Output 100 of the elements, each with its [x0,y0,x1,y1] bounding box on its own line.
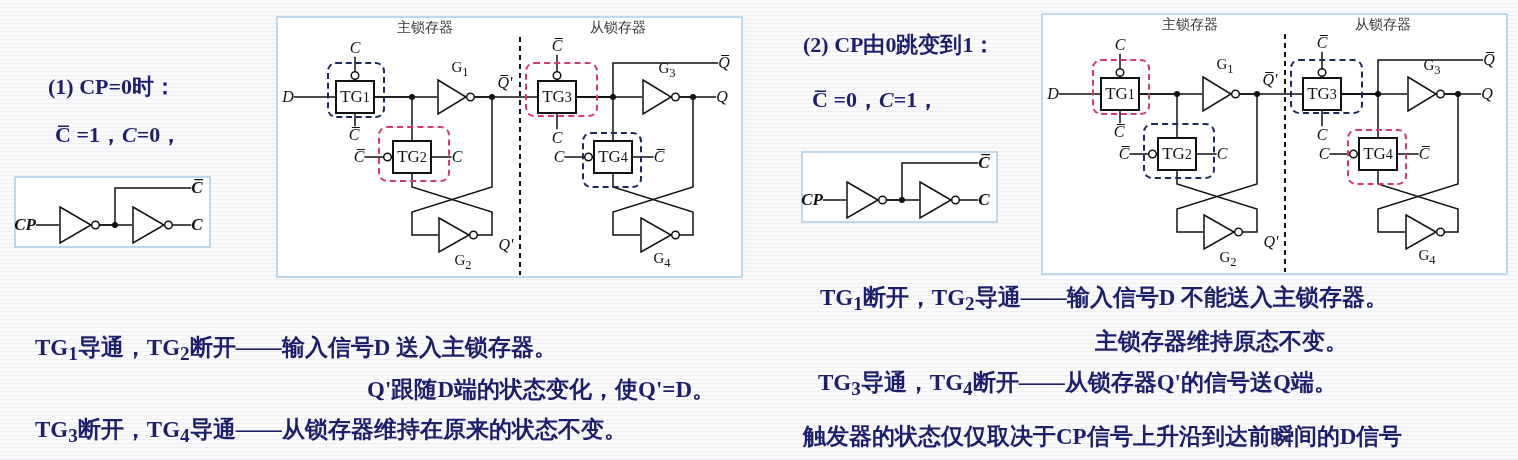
wire [556,113,558,130]
wire [959,199,980,201]
wire [552,54,562,81]
highlight-frame [1290,59,1363,114]
inverter-symbol [1407,76,1445,112]
wire [632,156,655,158]
wire [1128,149,1158,159]
wire [1377,93,1459,233]
wire [1119,110,1121,124]
heading-text: (2) CP由0跳变到1： [803,32,996,58]
inverter-symbol [846,181,887,219]
signal-label: Q' [498,235,514,255]
highlight-frame [582,132,642,188]
wire [374,96,413,141]
wire [411,173,493,236]
gate-label: G$_{2}$ [454,251,472,273]
gate-label: G$_{4}$ [653,249,671,271]
signal-label: D [282,88,294,106]
wire [411,96,493,236]
explanation-text: TG$_{3}$导通，TG$_{4}$断开——从锁存器Q'的信号送Q端。 [818,369,1337,401]
highlight-frame [378,126,450,182]
signal-label: C [451,148,463,166]
wire [431,156,453,158]
wire [1058,93,1101,95]
wire [1341,59,1484,95]
section-title: 从锁存器 [590,19,646,37]
signal-label: C [553,148,565,166]
inverter-symbol [642,79,680,115]
signal-label: C [349,39,361,57]
signal-label: CP [801,190,823,210]
explanation-text: TG$_{1}$导通，TG$_{2}$断开——输入信号D 送入主锁存器。 [35,334,557,366]
explanation-text: 触发器的状态仅仅取决于CP信号上升沿到达前瞬间的D信号 [803,423,1403,451]
wire [1139,93,1178,138]
gate-label: G$_{1}$ [1216,55,1234,77]
heading-text: (1) CP=0时： [48,74,176,100]
signal-label: C [1216,145,1228,163]
inverter-symbol [438,217,478,253]
inverter-symbol [59,206,100,244]
wire [1377,170,1459,233]
signal-label: C̅ [551,37,563,55]
signal-label: C̅ [191,178,203,198]
highlight-frame [1092,59,1150,115]
signal-label: C [191,215,203,235]
explanation-text: TG$_{3}$断开，TG$_{4}$导通——从锁存器维持在原来的状态不变。 [35,416,627,448]
highlight-frame [327,62,385,118]
highlight-frame [1143,123,1215,179]
signal-label: Q̅' [497,73,513,93]
inverter-symbol [640,217,680,253]
wire [172,224,193,226]
wire [1321,110,1323,127]
inverter-symbol [1405,214,1445,250]
signal-label: C̅ [1118,145,1130,163]
signal-label: C̅ [1418,145,1430,163]
signal-label: C̅ [653,148,665,166]
heading-text: C̅ =0，C=1， [812,87,940,113]
signal-label: C [1114,36,1126,54]
gate-label: G$_{3}$ [1423,56,1441,78]
signal-label: C [1316,126,1328,144]
signal-label: Q̅ [1483,51,1495,69]
inverter-symbol [1203,214,1243,250]
signal-label: C [1318,145,1330,163]
gate-label: G$_{4}$ [1418,246,1436,268]
wire [350,56,360,81]
gate-label: G$_{2}$ [1219,248,1237,270]
explanation-text: Q'跟随D端的状态变化，使Q'=D。 [367,376,715,404]
wire [1328,149,1359,159]
signal-label: Q [1481,85,1493,103]
inverter-symbol [132,206,173,244]
explanation-text: 主锁存器维持原态不变。 [1095,328,1348,356]
section-title: 从锁存器 [1355,16,1411,34]
gate-label: G$_{1}$ [451,58,469,80]
signal-label: C̅ [978,153,990,173]
signal-label: C̅ [353,148,365,166]
signal-label: D [1047,85,1059,103]
signal-label: C̅ [348,126,360,144]
wire [576,62,719,98]
highlight-frame [1347,129,1407,185]
signal-label: Q̅ [718,54,730,72]
signal-label: C̅ [1113,123,1125,141]
wire [886,162,980,201]
section-title: 主锁存器 [397,19,453,37]
wire [363,152,393,162]
signal-label: CP [14,215,36,235]
wire [822,199,847,201]
gate-label: G$_{3}$ [658,59,676,81]
highlight-frame [525,62,598,117]
heading-text: C̅ =1，C=0， [55,122,183,148]
signal-label: Q' [1263,232,1279,252]
wire [1397,153,1420,155]
wire [563,152,594,162]
inverter-symbol [1202,76,1240,112]
wire [354,113,356,127]
wire [1317,51,1327,78]
signal-label: Q̅' [1262,70,1278,90]
wire [1176,170,1258,233]
section-title: 主锁存器 [1162,16,1218,34]
wire [612,96,694,236]
wire [293,96,336,98]
wire [99,187,193,226]
inverter-symbol [437,79,475,115]
